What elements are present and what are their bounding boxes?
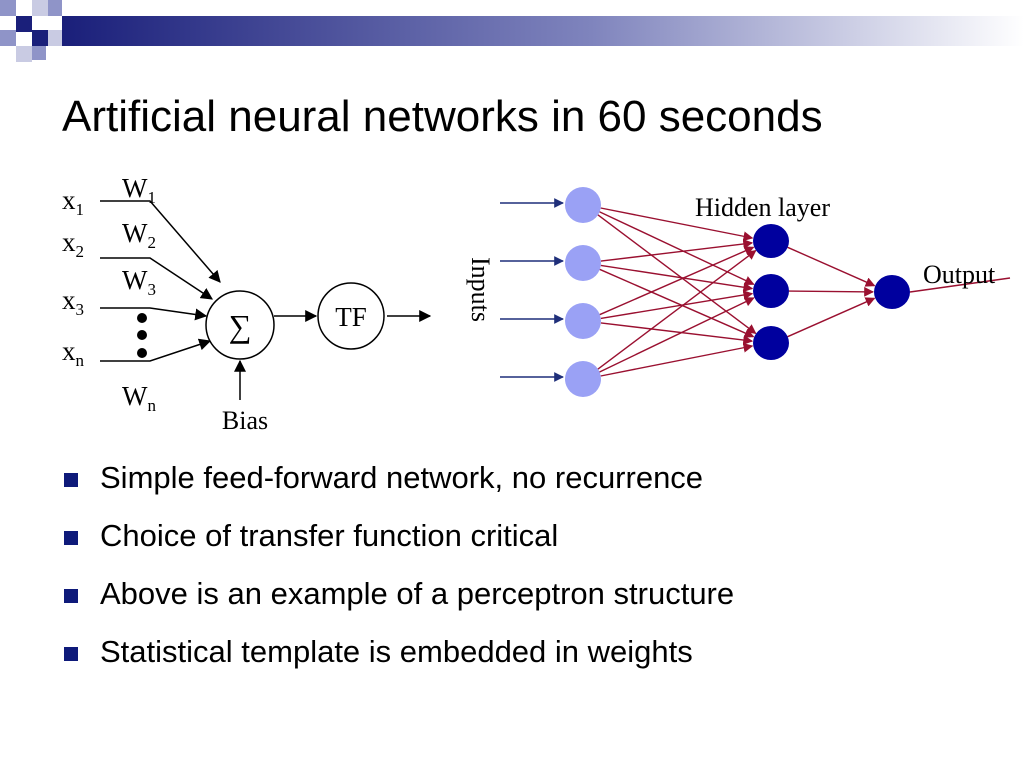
input-line-x1 [100, 200, 221, 283]
input-label-base: x [62, 285, 76, 315]
input-node [565, 245, 601, 281]
input-node [565, 361, 601, 397]
bullet-text: Statistical template is embedded in weig… [100, 634, 693, 669]
connection-edge [600, 264, 754, 293]
connection-edge [600, 342, 754, 377]
connection-edge [787, 246, 876, 287]
bullet-item: Above is an example of a perceptron stru… [62, 572, 734, 630]
input-label-x3: x3 [62, 285, 84, 319]
input-label-base: x [62, 185, 76, 215]
network-edges [597, 207, 1011, 377]
perceptron-diagram: x1 x2 x3 xn W1 W2 W3 Wn [62, 173, 432, 435]
connection-edge [788, 286, 874, 297]
connection-edge [598, 297, 755, 373]
input-label-xn: xn [62, 336, 85, 370]
bullet-item: Choice of transfer function critical [62, 514, 734, 572]
input-label-subscript: n [76, 351, 85, 370]
weight-label-base: W [122, 173, 148, 203]
slide-title: Artificial neural networks in 60 seconds [62, 92, 823, 141]
input-label-subscript: 3 [76, 300, 85, 319]
bias-label: Bias [222, 406, 268, 435]
weight-label-base: W [122, 218, 148, 248]
weight-label-subscript: n [147, 396, 156, 415]
weight-label-base: W [122, 265, 148, 295]
bullet-square-icon [64, 473, 78, 487]
input-label-base: x [62, 227, 76, 257]
bullet-item: Statistical template is embedded in weig… [62, 630, 734, 688]
weight-label-w1: W1 [122, 173, 156, 207]
banner-square [48, 0, 62, 16]
weight-label-subscript: 3 [147, 280, 156, 299]
hidden-layer-label: Hidden layer [695, 193, 830, 222]
banner-square [32, 30, 48, 46]
weight-label-w2: W2 [122, 218, 156, 252]
output-node [874, 275, 910, 309]
output-edge [909, 277, 1011, 293]
banner-square [0, 0, 16, 16]
bullet-text: Above is an example of a perceptron stru… [100, 576, 735, 611]
bullet-item: Simple feed-forward network, no recurren… [62, 456, 734, 514]
bullet-square-icon [64, 647, 78, 661]
connection-edge [597, 214, 757, 334]
bullet-square-icon [64, 531, 78, 545]
input-label-subscript: 1 [76, 200, 85, 219]
header-banner [0, 0, 1024, 62]
connection-edge [600, 322, 754, 345]
connection-edge [600, 207, 754, 242]
connection-edge [599, 246, 755, 316]
bullet-text: Choice of transfer function critical [100, 518, 559, 553]
banner-square [16, 16, 32, 32]
diagram-area: x1 x2 x3 xn W1 W2 W3 Wn [62, 173, 1011, 435]
weight-label-wn: Wn [122, 381, 156, 415]
input-node [565, 187, 601, 223]
input-line-x3 [100, 307, 208, 321]
banner-square [0, 30, 16, 46]
transfer-function-node [317, 282, 385, 350]
banner-gradient-band [62, 16, 1024, 46]
input-arrows [500, 198, 564, 382]
banner-square [48, 30, 62, 46]
network-nodes [565, 187, 910, 397]
connection-edge [600, 239, 754, 262]
summation-node [205, 290, 275, 360]
input-line-x2 [100, 257, 214, 300]
ellipsis-dot [137, 330, 147, 340]
input-label-x2: x2 [62, 227, 84, 261]
connection-edge [600, 290, 754, 320]
input-label-subscript: 2 [76, 242, 85, 261]
banner-square [16, 46, 32, 62]
banner-square [32, 0, 48, 16]
bullet-list: Simple feed-forward network, no recurren… [62, 456, 734, 688]
input-line-xn [100, 338, 212, 362]
bullet-square-icon [64, 589, 78, 603]
bullet-text: Simple feed-forward network, no recurren… [100, 460, 704, 495]
connection-edge [599, 268, 755, 338]
ellipsis-dot [137, 348, 147, 358]
weight-label-subscript: 1 [147, 188, 156, 207]
banner-square [32, 46, 46, 60]
output-label: Output [923, 260, 996, 289]
hidden-node [753, 274, 789, 308]
input-label-x1: x1 [62, 185, 84, 219]
hidden-node [753, 326, 789, 360]
summation-symbol: ∑ [229, 308, 252, 344]
network-diagram: Inputs Hidden layer Output [466, 187, 1011, 397]
transfer-function-label: TF [335, 302, 367, 332]
connection-edge [787, 297, 876, 338]
connection-edge [597, 250, 757, 370]
input-label-base: x [62, 336, 76, 366]
inputs-label: Inputs [466, 257, 495, 322]
input-node [565, 303, 601, 339]
weight-label-subscript: 2 [147, 233, 156, 252]
weight-label-base: W [122, 381, 148, 411]
hidden-node [753, 224, 789, 258]
weight-label-w3: W3 [122, 265, 156, 299]
ellipsis-dot [137, 313, 147, 323]
